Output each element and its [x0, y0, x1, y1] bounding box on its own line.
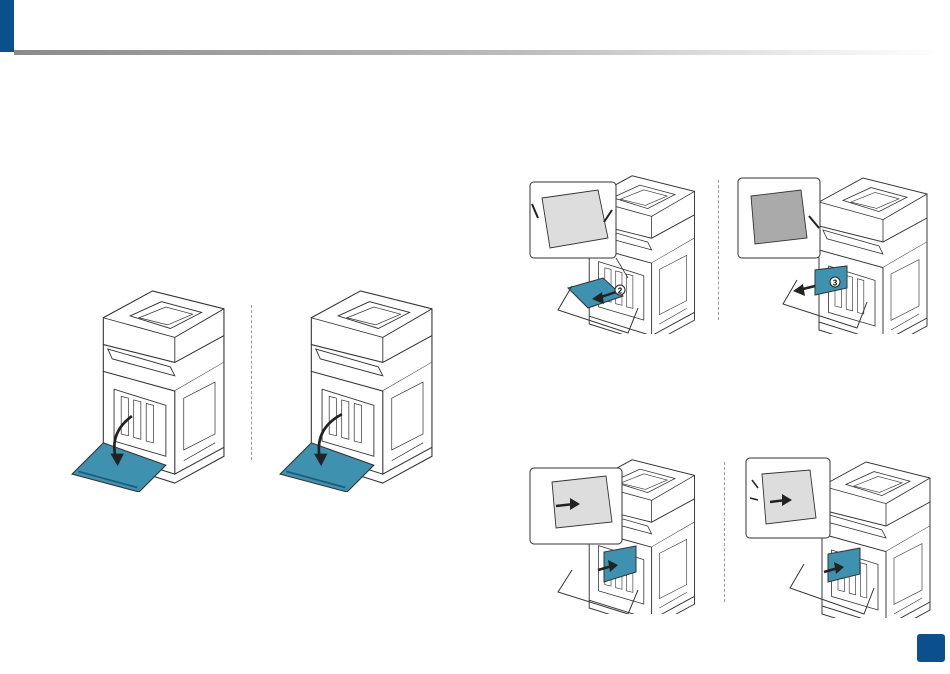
callout-number: 3: [833, 279, 838, 288]
header-rule: [14, 50, 944, 55]
printer-open-front-cover-icon: [266, 282, 446, 492]
figure-open-front-cover-2: [266, 282, 446, 492]
figure-remove-waste-toner-step-3: 3: [737, 170, 942, 334]
figure-divider: [251, 305, 252, 460]
page-number-badge: [917, 634, 945, 662]
figure-divider: [724, 462, 725, 602]
header-accent-tab: [0, 0, 14, 52]
figure-divider: [718, 180, 719, 320]
printer-remove-waste-toner-icon: 3: [737, 170, 942, 334]
figure-insert-waste-toner-2: [744, 454, 942, 618]
printer-insert-waste-toner-icon: [528, 452, 710, 614]
printer-remove-waste-toner-icon: 2: [528, 168, 710, 334]
figure-remove-waste-toner-step-2: 2: [528, 168, 710, 334]
figure-insert-waste-toner-1: [528, 452, 710, 614]
printer-insert-waste-toner-icon: [744, 454, 942, 618]
figure-open-front-cover-1: [58, 282, 238, 492]
callout-number: 2: [618, 287, 623, 296]
printer-open-front-cover-icon: [58, 282, 238, 492]
